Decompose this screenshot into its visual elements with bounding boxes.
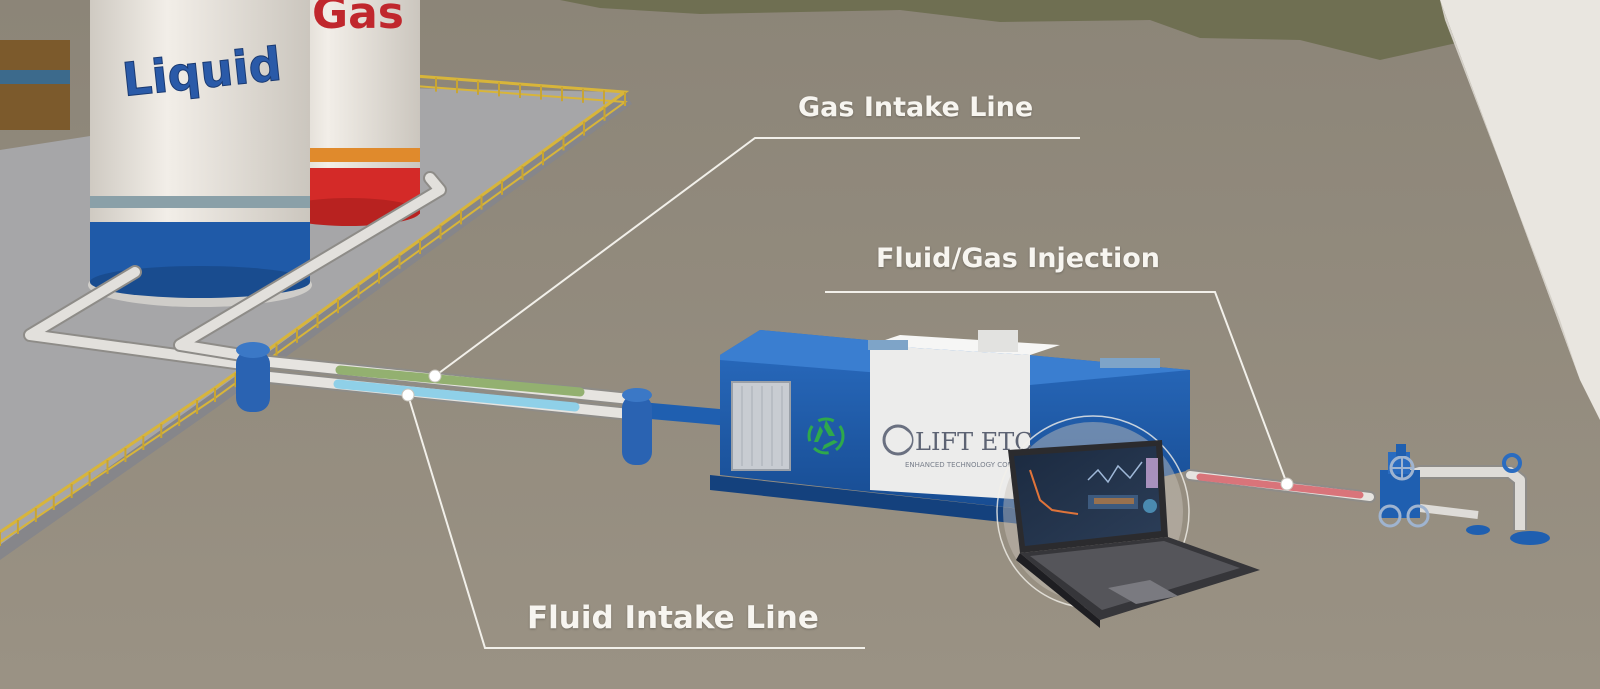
gas-intake-leader <box>434 137 1080 377</box>
injection-line <box>1184 469 1376 503</box>
tank-pipes <box>23 171 447 372</box>
gas-tank-label: Gas <box>312 0 404 39</box>
injection-leader <box>825 291 1288 485</box>
brand-tagline: ENHANCED TECHNOLOGY COMPANY <box>905 461 1032 469</box>
valve-wheel-icon <box>1389 455 1415 481</box>
liquid-tank: Liquid <box>88 0 312 307</box>
wellhead <box>1378 444 1550 545</box>
callout-lines <box>407 137 1288 649</box>
fluid-line-highlight <box>333 379 580 412</box>
railing-posts <box>0 76 626 546</box>
laptop-icon <box>1008 440 1260 628</box>
pipe-flange-left <box>236 342 270 412</box>
recycle-icon <box>807 417 845 455</box>
unit-vent-grille <box>731 381 791 471</box>
intake-lines <box>243 353 738 426</box>
gas-intake-label: Gas Intake Line <box>798 92 1034 123</box>
building-wall <box>1440 0 1600 420</box>
lift-etc-logo: LIFT ETC ENHANCED TECHNOLOGY COMPANY <box>882 424 1033 469</box>
fluid-gas-injection-label: Fluid/Gas Injection <box>876 243 1160 274</box>
fluid-intake-label: Fluid Intake Line <box>527 600 819 636</box>
injection-dot <box>1280 477 1294 491</box>
far-tank <box>0 40 70 130</box>
gas-intake-dot <box>428 369 442 383</box>
pipe-flange-right <box>622 388 652 465</box>
fluid-intake-dot <box>401 388 415 402</box>
grass-area <box>560 0 1470 60</box>
laptop-display <box>996 415 1260 628</box>
fluid-intake-leader <box>407 394 865 649</box>
gas-line-highlight <box>335 365 585 397</box>
callout-dots <box>401 369 1294 491</box>
building-edge <box>1440 0 1580 380</box>
